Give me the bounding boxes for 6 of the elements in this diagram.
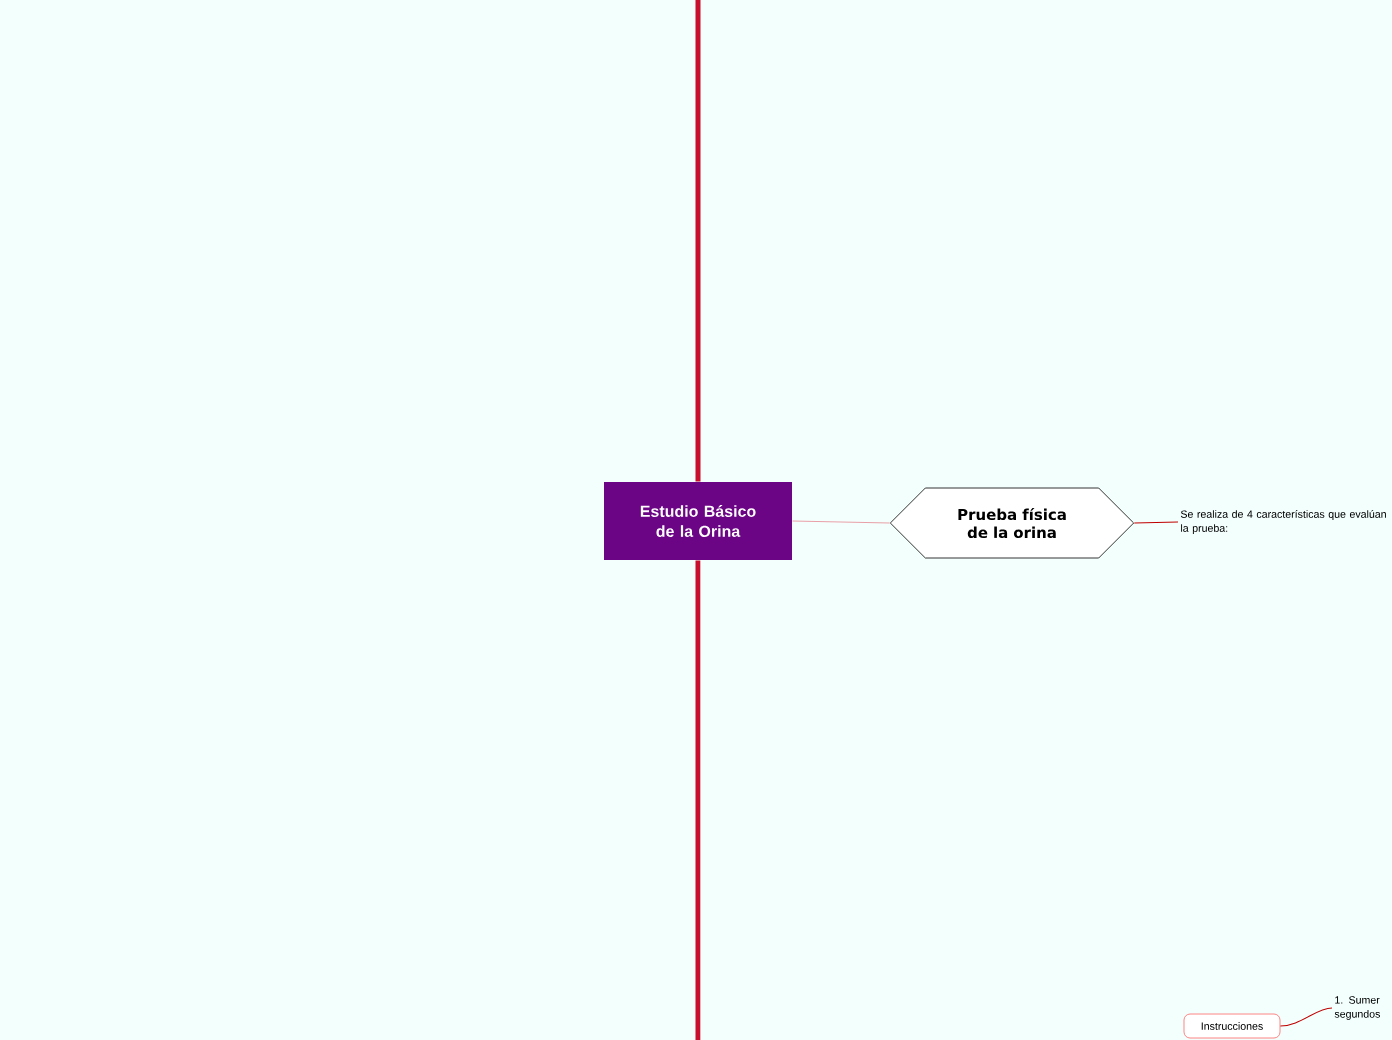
connector-line [791,520,891,524]
connector-line [695,560,701,1040]
connector-line [1133,521,1179,524]
main-topic-box: Estudio Básico de la Orina [604,482,792,560]
connector-curve [1279,1007,1333,1027]
connector-line [695,0,701,482]
